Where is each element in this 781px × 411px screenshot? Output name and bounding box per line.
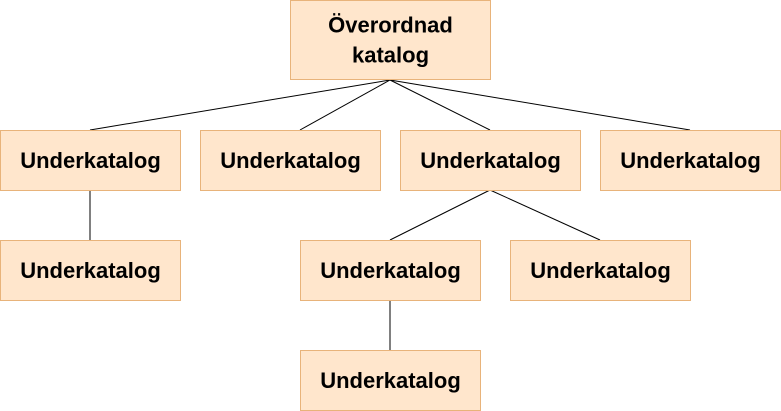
root-directory-label-line1: Överordnad [328, 13, 453, 38]
edges [89, 79, 691, 350]
root-directory-node: Överordnad katalog [290, 0, 491, 80]
subdirectory-box-3b [510, 240, 691, 301]
edge-root-to-sub-4 [389, 79, 691, 131]
subdirectory-label-3a1: Underkatalog [320, 368, 461, 393]
subdirectory-label-3: Underkatalog [420, 148, 561, 173]
subdirectory-box-1 [0, 130, 181, 191]
subdirectory-box-3 [400, 130, 581, 191]
subdirectory-box-3a [300, 240, 481, 301]
subdirectory-node-3a1: Underkatalog [300, 350, 481, 411]
subdirectory-box-4 [600, 130, 781, 191]
subdirectory-node-3: Underkatalog [400, 130, 581, 191]
subdirectory-node-2: Underkatalog [200, 130, 381, 191]
edge-root-to-sub-2 [299, 79, 391, 131]
subdirectory-box-3a1 [300, 350, 481, 411]
subdirectory-node-1: Underkatalog [0, 130, 181, 191]
subdirectory-node-1a: Underkatalog [0, 240, 181, 301]
subdirectory-label-2: Underkatalog [220, 148, 361, 173]
subdirectory-node-3a: Underkatalog [300, 240, 481, 301]
edge-root-to-sub-3 [389, 79, 491, 131]
subdirectory-label-4: Underkatalog [620, 148, 761, 173]
edge-sub-3-to-sub-3a [389, 189, 491, 241]
edge-root-to-sub-1 [89, 79, 391, 131]
subdirectory-label-1a: Underkatalog [20, 258, 161, 283]
root-directory-box [290, 0, 491, 80]
subdirectory-label-3a: Underkatalog [320, 258, 461, 283]
subdirectory-node-3b: Underkatalog [510, 240, 691, 301]
subdirectory-label-1: Underkatalog [20, 148, 161, 173]
root-directory-label-line2: katalog [352, 43, 429, 68]
subdirectory-box-1a [0, 240, 181, 301]
edge-sub-3-to-sub-3b [489, 189, 601, 241]
subdirectory-node-4: Underkatalog [600, 130, 781, 191]
subdirectory-label-3b: Underkatalog [530, 258, 671, 283]
subdirectory-box-2 [200, 130, 381, 191]
